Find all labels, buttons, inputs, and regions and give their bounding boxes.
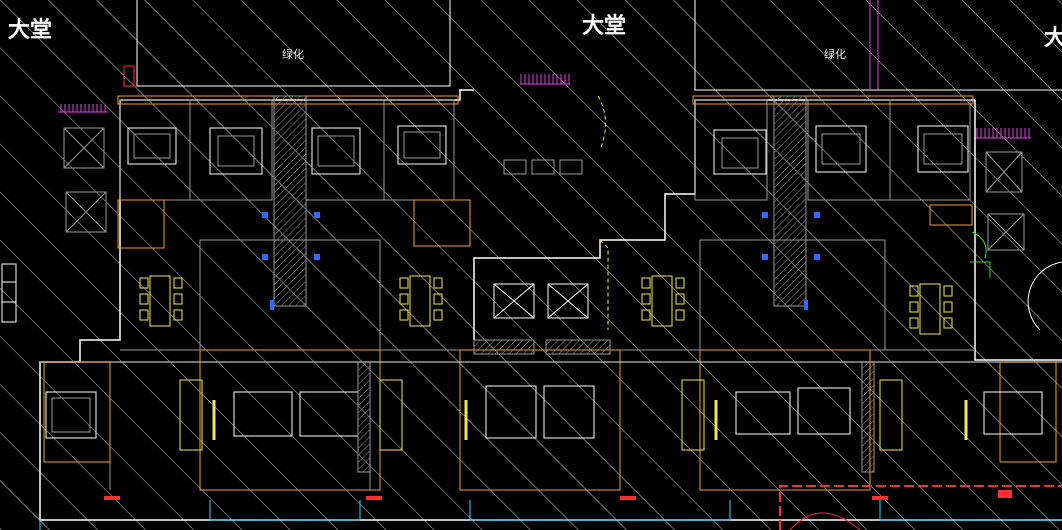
stair-rails xyxy=(58,74,1031,139)
green-arcs xyxy=(970,231,991,278)
label-lobby-center: 大堂 xyxy=(582,14,627,39)
bathroom-fixtures xyxy=(262,212,820,310)
label-lobby-left: 大堂 xyxy=(8,18,53,43)
service-shafts xyxy=(273,95,875,473)
exterior-units xyxy=(1,127,1025,323)
site-boundary xyxy=(779,485,1062,530)
elevator-core xyxy=(493,159,589,319)
label-lobby-right: 大 xyxy=(1044,26,1062,51)
beds xyxy=(45,125,1043,439)
label-green-right: 绿化 xyxy=(824,48,846,61)
label-green-left: 绿化 xyxy=(282,48,304,61)
right-circle xyxy=(1027,261,1062,331)
dining-sets xyxy=(139,275,953,335)
door-markers xyxy=(104,65,1012,500)
green-belt-right xyxy=(694,0,1062,91)
yellow-arc-lobby xyxy=(597,95,609,330)
wardrobes xyxy=(179,379,968,451)
room-trim-orange xyxy=(43,95,1057,491)
green-belt-left xyxy=(136,0,451,87)
balcony-outline xyxy=(39,500,1062,530)
